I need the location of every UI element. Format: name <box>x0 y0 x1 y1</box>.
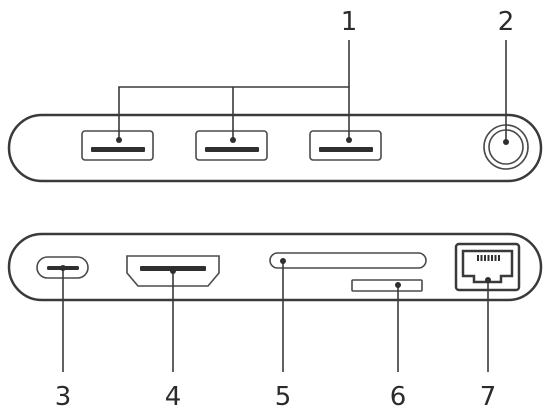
microsd-card-slot <box>351 279 423 292</box>
callout-7-leader <box>485 277 491 372</box>
callout-6-label: 6 <box>390 382 407 412</box>
usb-a-port-3-tongue <box>319 147 373 152</box>
callout-1-label: 1 <box>341 7 358 37</box>
callout-2-leader <box>503 40 509 145</box>
usb-a-port-2 <box>195 130 268 161</box>
callout-5-label: 5 <box>275 382 292 412</box>
callout-4-label: 4 <box>165 382 182 412</box>
callout-5-leader <box>280 258 286 372</box>
top-panel-body <box>7 113 543 183</box>
ethernet-port <box>454 242 521 292</box>
callout-3-label: 3 <box>55 382 72 412</box>
top-panel: 1 2 <box>7 7 543 183</box>
usb-a-port-2-tongue <box>205 147 259 152</box>
callout-2-label: 2 <box>498 7 515 37</box>
usb-a-port-3 <box>309 130 382 161</box>
callout-7-label: 7 <box>480 382 497 412</box>
usb-a-port-1 <box>81 130 154 161</box>
callout-4-leader <box>170 268 176 372</box>
callout-3-leader <box>60 265 66 372</box>
callout-6-leader <box>395 282 401 372</box>
usb-a-port-1-tongue <box>91 147 145 152</box>
sd-card-slot <box>269 252 427 269</box>
round-port <box>483 124 529 170</box>
callout-1-leaders <box>116 40 352 143</box>
ethernet-pins <box>477 255 500 261</box>
bottom-panel: 3 4 5 6 7 <box>7 232 543 412</box>
bottom-panel-body <box>7 232 543 302</box>
